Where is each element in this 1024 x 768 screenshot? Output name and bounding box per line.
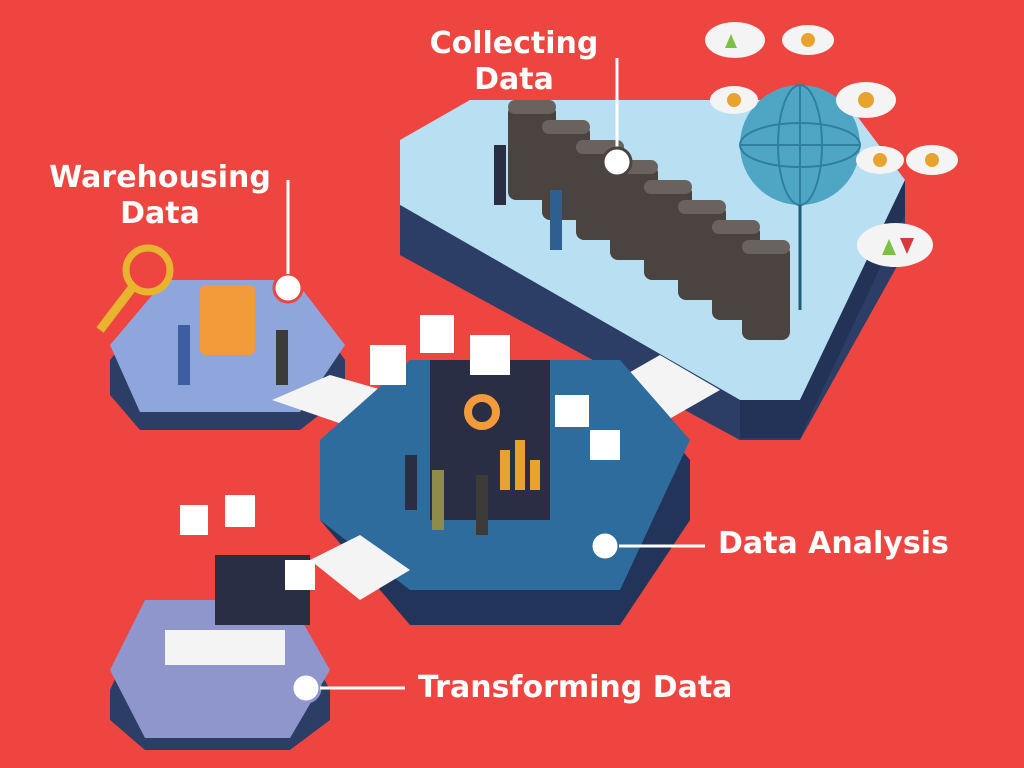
warehousing-marker — [272, 272, 304, 304]
collecting-marker — [601, 146, 633, 178]
person-figure — [405, 455, 417, 510]
warehousing-data-label-line2: Data — [120, 196, 200, 231]
cloud-upload-download-icon — [857, 223, 933, 267]
cloud-gear-icon — [782, 25, 834, 55]
cloud-upload-download-icon — [705, 22, 765, 58]
chart-card — [555, 395, 589, 427]
collecting-data-label-line1: Collecting — [429, 26, 599, 61]
magnifier-icon — [122, 244, 174, 296]
chart-card — [470, 335, 510, 375]
warehousing-data-label: Warehousing Data — [40, 160, 280, 232]
collecting-data-label-line2: Data — [474, 62, 554, 97]
keyboard-icon — [165, 630, 285, 665]
database-cylinder-icon — [200, 285, 255, 355]
warehousing-data-label-line1: Warehousing — [49, 160, 271, 195]
stairs — [310, 535, 410, 600]
data-analysis-label: Data Analysis — [718, 526, 949, 561]
collecting-data-label: Collecting Data — [418, 26, 610, 98]
cloud-gear-icon — [836, 82, 896, 118]
transforming-platform — [110, 495, 405, 750]
chart-card — [370, 345, 406, 385]
server-rack — [742, 240, 790, 340]
person-figure — [476, 475, 488, 535]
globe-icon — [739, 84, 861, 310]
person-figure — [276, 330, 288, 385]
chart-card — [285, 560, 315, 590]
chart-card — [420, 315, 454, 353]
data-wall-screen — [430, 360, 550, 520]
person-figure — [494, 145, 506, 205]
chart-card — [225, 495, 255, 527]
cloud-gear-icon — [856, 146, 904, 174]
server-rack-row — [508, 100, 790, 340]
transforming-data-label: Transforming Data — [418, 670, 733, 705]
person-figure — [178, 325, 190, 385]
person-figure — [550, 190, 562, 250]
person-figure — [432, 470, 444, 530]
cloud-gear-icon — [906, 145, 958, 175]
analysis-marker — [589, 530, 621, 562]
cloud-gear-icon — [710, 86, 758, 114]
chart-card — [590, 430, 620, 460]
chart-card — [180, 505, 208, 535]
stairs — [272, 375, 400, 425]
transforming-marker — [290, 672, 322, 704]
cloud-icons — [705, 22, 958, 267]
collecting-marker-group — [601, 58, 633, 178]
people — [178, 145, 562, 535]
floating-chart-cards — [370, 315, 620, 460]
